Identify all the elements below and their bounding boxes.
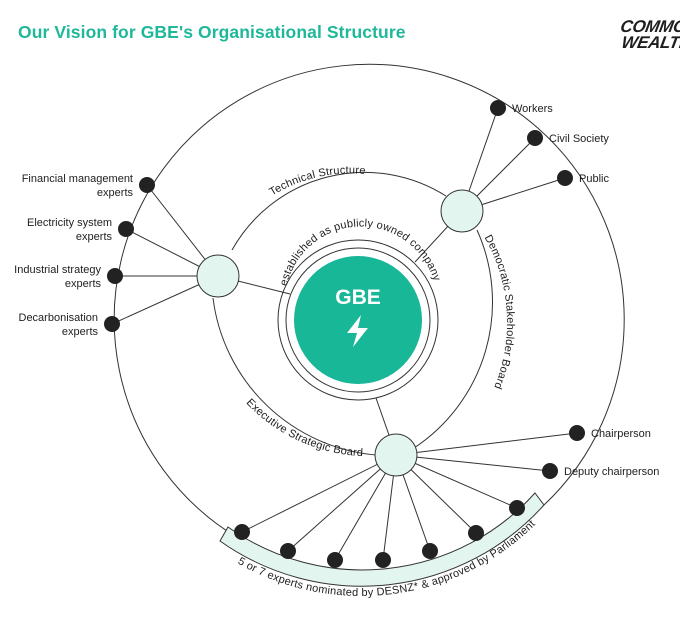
technical-to-democratic-arc (231, 171, 447, 251)
hub-group (196, 189, 484, 477)
lightning-bolt-icon (347, 315, 368, 347)
expert-member-node (422, 543, 438, 559)
technical-structure-label: Technical Structure (267, 164, 366, 198)
technical-member-node (139, 177, 155, 193)
expert-member-node (375, 552, 391, 568)
democratic-member-label: Workers (512, 103, 553, 115)
logo-line-1: COMMON (619, 16, 680, 36)
democratic-member-label: Public (579, 173, 609, 185)
expert-member-line (287, 454, 397, 552)
democratic-member-node (527, 130, 543, 146)
executive-officer-line (395, 432, 578, 456)
expert-member-line (241, 454, 397, 533)
democratic-member-label: Civil Society (549, 133, 609, 145)
gbe-center: GBE established as publicly owned compan… (277, 217, 443, 401)
expert-member-node (280, 543, 296, 559)
expert-member-line (395, 454, 518, 509)
technical-structure-hub (196, 254, 240, 298)
gbe-label: GBE (335, 286, 381, 309)
executive-officer-node (569, 425, 585, 441)
expert-member-node (468, 525, 484, 541)
democratic-board-hub (440, 189, 484, 233)
technical-member-node (104, 316, 120, 332)
executive-board-hub (374, 433, 418, 477)
expert-member-node (234, 524, 250, 540)
logo-line-2: WEALTH (620, 32, 680, 52)
technical-member-node (107, 268, 123, 284)
center-outer-ring (277, 239, 439, 401)
technical-member-node (118, 221, 134, 237)
executive-board-label: Executive Strategic Board (244, 397, 364, 460)
experts-band (219, 492, 545, 587)
executive-officer-line (395, 454, 551, 472)
expert-member-node (327, 552, 343, 568)
democratic-to-executive-arc (413, 229, 493, 449)
center-inner-ring (285, 247, 431, 393)
executive-officer-node (542, 463, 558, 479)
commonwealth-logo: COMMON WEALTH (619, 16, 680, 52)
executive-officer-label: Deputy chairperson (564, 466, 659, 478)
outer-circle-arc (113, 63, 625, 539)
page-title: Our Vision for GBE's Organisational Stru… (18, 22, 406, 42)
democratic-member-node (557, 170, 573, 186)
executive-to-technical-arc (212, 297, 377, 456)
member-nodes (104, 100, 585, 568)
executive-officer-label: Chairperson (591, 428, 651, 440)
expert-member-node (509, 500, 525, 516)
structure-arcs (113, 63, 625, 539)
democratic-member-node (490, 100, 506, 116)
